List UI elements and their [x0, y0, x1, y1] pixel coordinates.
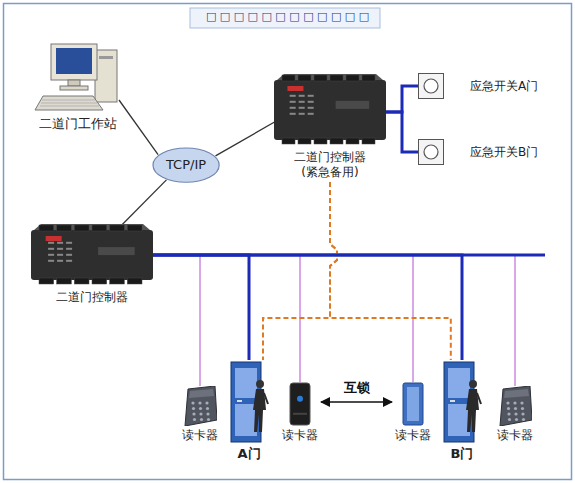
- wire: [386, 112, 418, 152]
- door-icon: [442, 360, 482, 444]
- node-label: 二道门控制器 (紧急备用): [288, 150, 372, 180]
- wire: [330, 182, 451, 360]
- card-reader: 读卡器: [497, 386, 533, 443]
- node-label: 读卡器: [182, 428, 218, 443]
- wire: [119, 180, 167, 228]
- pc-icon: [33, 42, 123, 114]
- workstation: 二道门工作站: [33, 42, 123, 132]
- wire: [119, 100, 158, 155]
- node-label: 读卡器: [497, 428, 533, 443]
- ctrl-icon: [31, 222, 153, 288]
- node-label: B门: [451, 446, 474, 462]
- tallblue-icon: [402, 382, 424, 426]
- keypad-icon: [498, 386, 532, 426]
- node-label: 读卡器: [282, 428, 318, 443]
- wire: [153, 255, 462, 360]
- card-reader: 读卡器: [282, 382, 318, 443]
- network-ellipse: TCP/IP: [152, 147, 220, 183]
- emergency-switch: 应急开关B门: [418, 139, 538, 165]
- wire: [216, 120, 278, 156]
- door: B门: [442, 360, 482, 462]
- node-label: 应急开关A门: [470, 79, 538, 94]
- node-label: 二道门工作站: [39, 116, 117, 132]
- keypad-icon: [183, 386, 217, 426]
- tallblack-icon: [289, 382, 311, 426]
- node-label: 二道门控制器: [56, 290, 128, 305]
- ctrl-icon: [274, 72, 386, 148]
- switch-icon: [418, 73, 444, 99]
- controller: 二道门控制器 (紧急备用): [274, 72, 386, 180]
- edge-label: 互锁: [342, 379, 372, 397]
- node-label: TCP/IP: [166, 157, 206, 173]
- controller: 二道门控制器: [31, 222, 153, 305]
- title: □ □ □ □ □ □ □ □ □ □ □ □: [0, 10, 575, 23]
- wire: [153, 255, 200, 386]
- wire: [263, 182, 337, 360]
- door-icon: [229, 360, 269, 444]
- bus-line: [153, 254, 545, 257]
- door: A门: [229, 360, 269, 462]
- outer-frame: [4, 4, 572, 480]
- node-label: 应急开关B门: [470, 145, 538, 160]
- node-label: A门: [237, 446, 260, 462]
- wire: [386, 86, 418, 112]
- switch-icon: [418, 139, 444, 165]
- interlock-arrow: [321, 401, 392, 403]
- node-label: 读卡器: [395, 428, 431, 443]
- emergency-switch: 应急开关A门: [418, 73, 538, 99]
- card-reader: 读卡器: [395, 382, 431, 443]
- card-reader: 读卡器: [182, 386, 218, 443]
- wire: [153, 255, 249, 360]
